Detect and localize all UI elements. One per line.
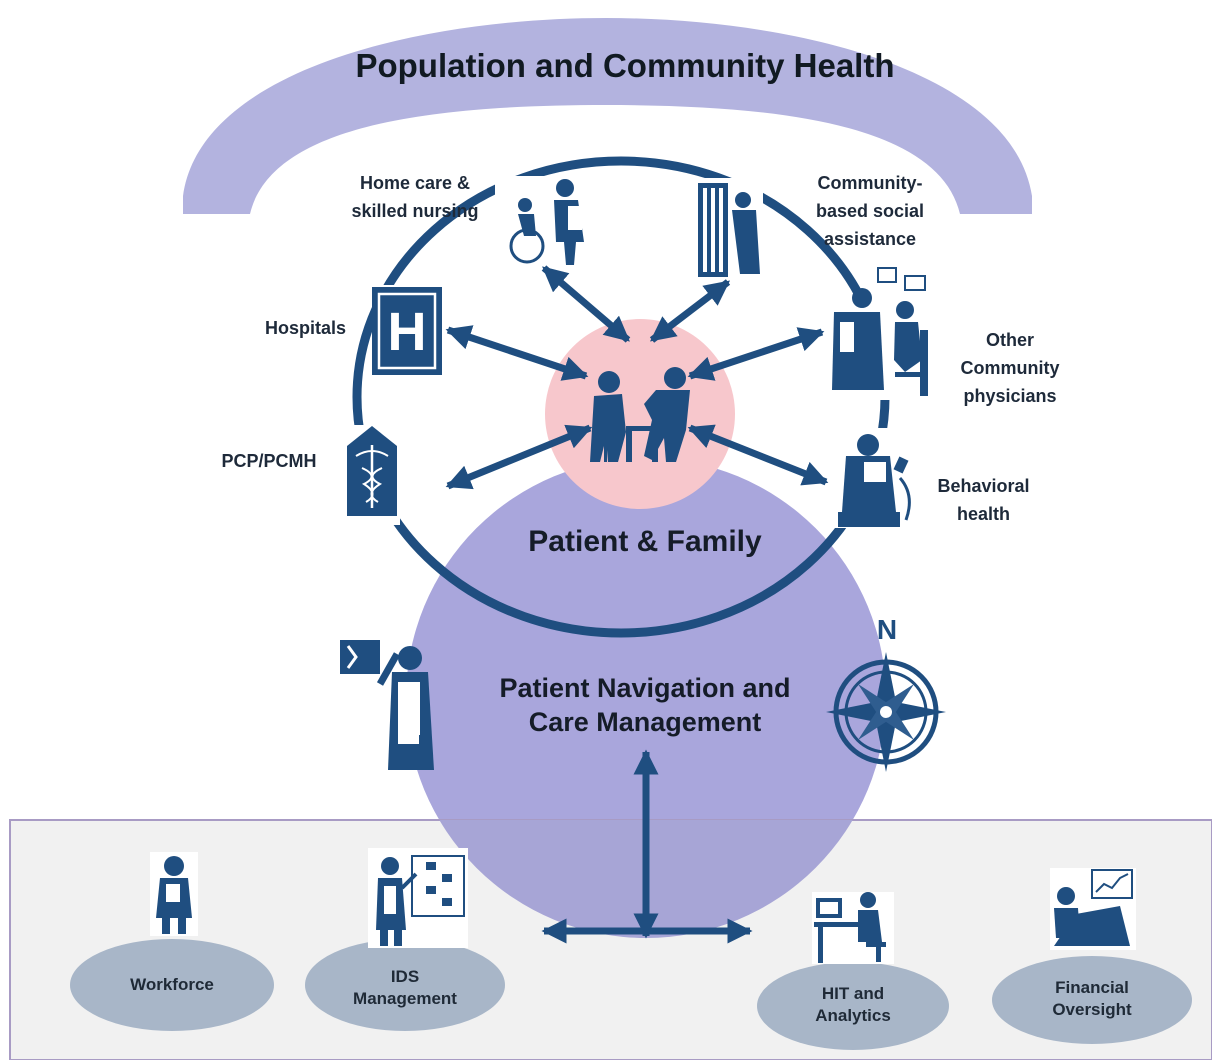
patient-family-circle	[545, 319, 735, 509]
workforce-label: Workforce	[130, 975, 214, 994]
ids-management-label: IDS Management	[353, 967, 457, 1008]
arrow-hospitals	[445, 325, 589, 381]
financial-oversight-label: Financial Oversight	[1052, 978, 1132, 1019]
population-health-arc	[183, 18, 1032, 214]
label-behavioral: Behavioral health	[937, 476, 1030, 524]
doctor-xray-icon	[340, 640, 434, 770]
workforce-pill	[70, 939, 274, 1031]
label-home-care: Home care & skilled nursing	[351, 173, 479, 221]
arrow-community-social	[649, 279, 731, 343]
care-connection-arrows	[445, 265, 829, 944]
physician-exam-icon	[832, 267, 928, 396]
caduceus-icon	[347, 426, 397, 516]
hit-analytics-pill	[757, 962, 949, 1050]
page-title: Population and Community Health	[355, 47, 895, 84]
hospital-letter: H	[388, 302, 427, 362]
care-management-circle	[406, 458, 886, 938]
arrow-behavioral	[687, 424, 829, 486]
ids-management-pill	[305, 939, 505, 1031]
flowchart-presenter-icon	[368, 848, 468, 948]
hit-analytics-label: HIT and Analytics	[815, 984, 891, 1025]
financial-oversight-pill	[992, 956, 1192, 1044]
label-patient-family: Patient & Family	[528, 525, 762, 558]
counselor-icon	[838, 434, 911, 527]
label-care-management: Patient Navigation and Care Management	[499, 673, 791, 737]
computer-workstation-icon	[812, 892, 894, 964]
label-community-social: Community- based social assistance	[815, 173, 925, 249]
label-pcp: PCP/PCMH	[221, 451, 317, 471]
hospital-icon: H	[372, 287, 442, 375]
label-hospitals: Hospitals	[264, 318, 347, 338]
workforce-icon	[150, 852, 198, 936]
arrow-home-care	[541, 265, 631, 343]
patient-family-icon	[590, 367, 690, 462]
financial-chart-icon	[1050, 868, 1136, 950]
arrow-pcp	[445, 424, 593, 490]
label-other-physicians: Other Community physicians	[960, 330, 1060, 406]
wheelchair-caregiver-icon	[509, 179, 584, 265]
compass-letter: N	[877, 614, 897, 645]
compass-icon: N	[826, 614, 946, 772]
arrow-other-physicians	[687, 327, 825, 381]
door-visitor-icon	[698, 183, 760, 277]
